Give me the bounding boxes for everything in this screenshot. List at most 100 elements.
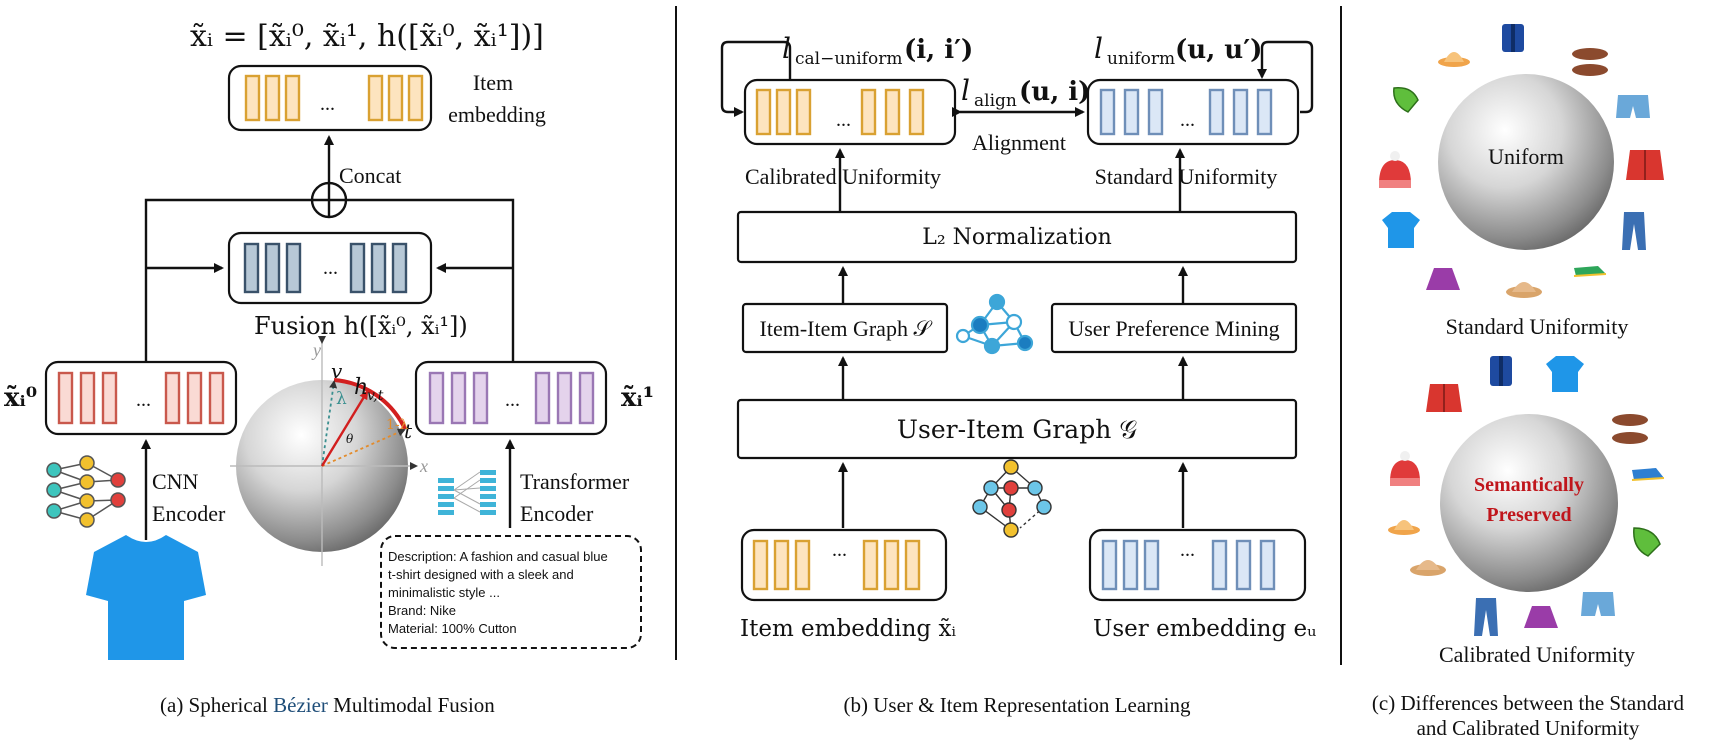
cap-icon bbox=[1410, 560, 1446, 576]
semantic-label-1: Semantically bbox=[1474, 474, 1584, 496]
loss-uniform-args: (u, u′) bbox=[1175, 35, 1262, 65]
caption-b: (b) User & Item Representation Learning bbox=[844, 693, 1191, 717]
right-vector-bars bbox=[428, 371, 595, 425]
coat-icon bbox=[1490, 356, 1512, 386]
transformer-icon bbox=[438, 470, 496, 515]
hat-icon bbox=[1388, 520, 1420, 535]
uniform-loop bbox=[1257, 40, 1314, 114]
ellipsis: ... bbox=[323, 257, 338, 279]
fusion-label: Fusion h([x̃ᵢ⁰, x̃ᵢ¹]) bbox=[254, 312, 468, 340]
user-preference-mining-label: User Preference Mining bbox=[1068, 316, 1279, 341]
user-embedding-label: User embedding eᵤ bbox=[1093, 616, 1316, 642]
sphere-x-label: x bbox=[419, 456, 428, 476]
cnn-label-1: CNN bbox=[152, 469, 199, 494]
cnn-label-2: Encoder bbox=[152, 501, 226, 526]
bipartite-graph-icon bbox=[972, 459, 1052, 538]
ellipsis: ... bbox=[505, 389, 520, 411]
standard-uniformity-label: Standard Uniformity bbox=[1095, 164, 1278, 189]
item-embedding-label-1: Item bbox=[473, 70, 513, 95]
neural-network-icon bbox=[46, 455, 126, 528]
calibrated-bars bbox=[755, 88, 925, 136]
loss-cal-uniform-l: l bbox=[782, 32, 791, 65]
panel-c: Uniform Standard Uniformity Semantically… bbox=[1372, 24, 1685, 740]
description-line: minimalistic style ... bbox=[388, 585, 500, 600]
l2-normalization-label: L₂ Normalization bbox=[922, 225, 1111, 250]
caption-c-1: (c) Differences between the Standard bbox=[1372, 691, 1685, 715]
description-line: Brand: Nike bbox=[388, 603, 456, 618]
standard-uniformity-label: Standard Uniformity bbox=[1446, 314, 1629, 339]
item-embedding-label-2: embedding bbox=[448, 102, 546, 127]
right-vector-label: x̃ᵢ¹ bbox=[621, 383, 654, 413]
user-embedding-input-box bbox=[1088, 528, 1307, 602]
jacket-icon bbox=[1426, 384, 1462, 412]
left-concat-line bbox=[144, 198, 312, 362]
caption-a-prefix: (a) Spherical bbox=[160, 693, 273, 717]
calibrated-sphere bbox=[1440, 414, 1618, 592]
user-preference-mining-box bbox=[1050, 302, 1298, 354]
skirt-icon bbox=[1426, 268, 1460, 290]
ellipsis: ... bbox=[1180, 109, 1195, 131]
ellipsis: ... bbox=[1180, 539, 1195, 561]
sphere-one-minus-lambda-label: 1-λ bbox=[386, 417, 409, 433]
item-item-graph-label: Item-Item Graph 𝒮 bbox=[760, 316, 933, 341]
cap-icon bbox=[1506, 282, 1542, 298]
sphere-lambda-label: λ bbox=[336, 389, 347, 409]
gloves-icon bbox=[1633, 527, 1661, 557]
top-formula: x̃ᵢ = [x̃ᵢ⁰, x̃ᵢ¹, h([x̃ᵢ⁰, x̃ᵢ¹])] bbox=[190, 19, 544, 54]
fusion-bars bbox=[243, 242, 408, 294]
shoes-icon bbox=[1572, 48, 1608, 76]
cal-uniform-loop bbox=[720, 40, 792, 117]
panel-b: l cal−uniform (i, i′) l uniform (u, u′) … bbox=[720, 32, 1316, 717]
loss-align-sub: align bbox=[974, 91, 1017, 111]
jeans-icon bbox=[1622, 212, 1646, 250]
caption-c-2: and Calibrated Uniformity bbox=[1417, 716, 1640, 740]
right-concat-line bbox=[346, 198, 515, 362]
loss-uniform-sub: uniform bbox=[1107, 49, 1175, 69]
semantic-label-2: Preserved bbox=[1486, 504, 1571, 526]
user-embedding-input-bars bbox=[1101, 539, 1276, 591]
left-vector-label: x̃ᵢ⁰ bbox=[4, 383, 37, 413]
uniform-label: Uniform bbox=[1488, 144, 1564, 169]
panel-a: x̃ᵢ = [x̃ᵢ⁰, x̃ᵢ¹, h([x̃ᵢ⁰, x̃ᵢ¹])] ... … bbox=[4, 19, 654, 717]
item-embedding-bars bbox=[244, 74, 424, 122]
loss-uniform-l: l bbox=[1094, 32, 1103, 65]
l2-normalization-box bbox=[736, 210, 1298, 264]
concat-label: Concat bbox=[339, 163, 401, 188]
description-line: t-shirt designed with a sleek and bbox=[388, 567, 574, 582]
sphere-y-label: y bbox=[311, 340, 321, 360]
jacket-icon bbox=[1626, 150, 1664, 180]
tshirt-icon bbox=[1382, 212, 1420, 248]
gloves-icon bbox=[1393, 87, 1419, 113]
beanie-icon bbox=[1390, 451, 1420, 486]
sphere-theta-label: θ bbox=[346, 432, 354, 446]
hat-icon bbox=[1438, 52, 1470, 67]
shorts-icon bbox=[1616, 95, 1650, 118]
description-line: Description: A fashion and casual blue bbox=[388, 549, 608, 564]
sneakers-icon bbox=[1573, 266, 1607, 277]
loss-cal-uniform-args: (i, i′) bbox=[904, 35, 973, 65]
shoes-icon bbox=[1612, 414, 1648, 444]
sphere-v-label: v bbox=[331, 359, 343, 383]
sneakers-icon bbox=[1631, 468, 1665, 481]
left-vector-bars bbox=[57, 371, 225, 425]
transformer-label-2: Encoder bbox=[520, 501, 594, 526]
caption-a-suffix: Multimodal Fusion bbox=[328, 693, 495, 717]
calibrated-uniformity-label: Calibrated Uniformity bbox=[745, 164, 941, 189]
description-box bbox=[380, 535, 642, 649]
ellipsis: ... bbox=[136, 389, 151, 411]
sphere-t-label: t bbox=[404, 419, 413, 443]
bezier-sphere: y x v h v,t t λ 1-λ θ bbox=[230, 336, 428, 566]
caption-a: (a) Spherical Bézier Multimodal Fusion bbox=[160, 693, 495, 717]
ellipsis: ... bbox=[836, 109, 851, 131]
calibrated-uniformity-label: Calibrated Uniformity bbox=[1439, 642, 1635, 667]
transformer-label-1: Transformer bbox=[520, 469, 630, 494]
loss-align-args: (u, i) bbox=[1019, 77, 1091, 107]
tshirt-icon bbox=[86, 535, 206, 660]
sphere-h-label: h bbox=[354, 375, 368, 400]
description-line: Material: 100% Cutton bbox=[388, 621, 517, 636]
item-embedding-input-bars bbox=[752, 539, 921, 591]
user-item-graph-box bbox=[736, 398, 1298, 460]
ellipsis: ... bbox=[832, 539, 847, 561]
caption-a-highlight: Bézier bbox=[273, 693, 328, 717]
